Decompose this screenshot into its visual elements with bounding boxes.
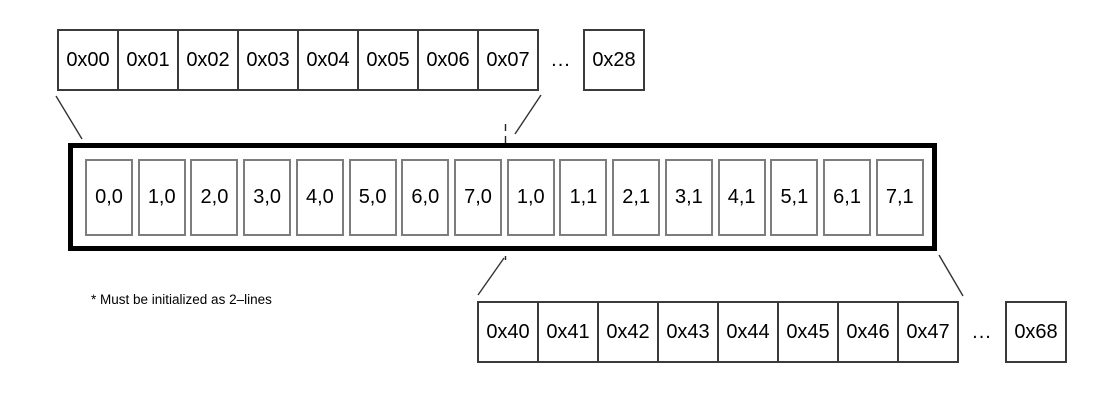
buffer-cell: 7,1 bbox=[875, 158, 924, 236]
buffer-cell: 1,0 bbox=[137, 158, 186, 236]
buffer-cell: 7,0 bbox=[454, 158, 503, 236]
buffer-cell: 1,0 bbox=[506, 158, 555, 236]
ellipsis: ... bbox=[972, 320, 992, 343]
buffer-cell: 2,0 bbox=[190, 158, 239, 236]
address-cell: 0x03 bbox=[237, 29, 299, 91]
address-cell: 0x47 bbox=[897, 301, 959, 363]
buffer-cell: 0,0 bbox=[85, 158, 133, 236]
buffer-cell: 4,1 bbox=[717, 158, 766, 236]
buffer-cell: 1,1 bbox=[559, 158, 608, 236]
buffer-cell: 3,1 bbox=[664, 158, 713, 236]
address-cell: 0x06 bbox=[417, 29, 479, 91]
buffer-cell: 5,1 bbox=[770, 158, 819, 236]
connector-line-bottom-right bbox=[938, 254, 964, 297]
connector-line-bottom-left bbox=[477, 257, 505, 296]
buffer-cell: 6,1 bbox=[823, 158, 872, 236]
address-cell: 0x42 bbox=[597, 301, 659, 363]
buffer-cell: 6,0 bbox=[401, 158, 450, 236]
address-cell: 0x40 bbox=[477, 301, 539, 363]
ellipsis: ... bbox=[551, 48, 571, 71]
address-cell: 0x00 bbox=[57, 29, 119, 91]
address-cell: 0x68 bbox=[1005, 301, 1067, 363]
address-cell: 0x07 bbox=[477, 29, 539, 91]
address-cell: 0x46 bbox=[837, 301, 899, 363]
upper-address-joined-boxes: 0x00 0x01 0x02 0x03 0x04 0x05 0x06 0x07 bbox=[57, 29, 539, 91]
line-buffer: 0,0 1,0 2,0 3,0 4,0 5,0 6,0 7,0 1,0 1,1 … bbox=[68, 143, 937, 251]
address-cell: 0x02 bbox=[177, 29, 239, 91]
address-cell: 0x28 bbox=[583, 29, 645, 91]
address-cell: 0x01 bbox=[117, 29, 179, 91]
buffer-cell: 3,0 bbox=[243, 158, 292, 236]
upper-address-row: 0x00 0x01 0x02 0x03 0x04 0x05 0x06 0x07 … bbox=[57, 29, 645, 91]
address-cell: 0x04 bbox=[297, 29, 359, 91]
buffer-cell: 5,0 bbox=[348, 158, 397, 236]
lower-address-joined-boxes: 0x40 0x41 0x42 0x43 0x44 0x45 0x46 0x47 bbox=[477, 301, 959, 363]
address-cell: 0x45 bbox=[777, 301, 839, 363]
buffer-cell: 4,0 bbox=[295, 158, 344, 236]
address-cell: 0x44 bbox=[717, 301, 779, 363]
address-cell: 0x43 bbox=[657, 301, 719, 363]
buffer-cell: 2,1 bbox=[612, 158, 661, 236]
connector-line-top-left bbox=[55, 95, 83, 140]
lower-address-row: 0x40 0x41 0x42 0x43 0x44 0x45 0x46 0x47 … bbox=[477, 301, 1067, 363]
connector-line-top-right bbox=[514, 94, 542, 135]
footnote-text: * Must be initialized as 2–lines bbox=[91, 292, 272, 307]
address-cell: 0x05 bbox=[357, 29, 419, 91]
address-cell: 0x41 bbox=[537, 301, 599, 363]
